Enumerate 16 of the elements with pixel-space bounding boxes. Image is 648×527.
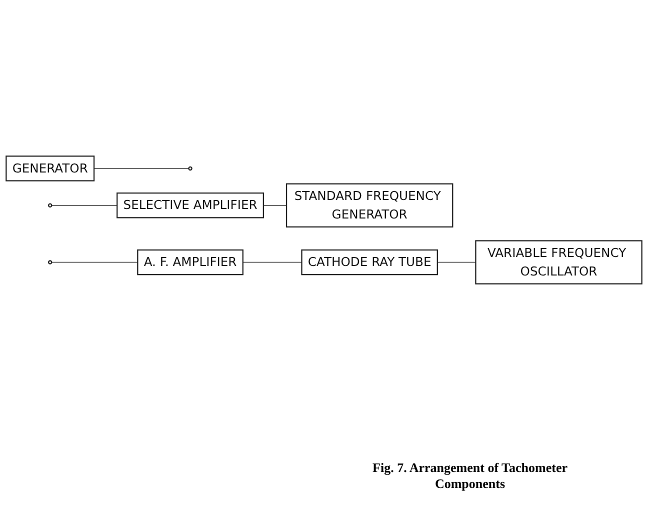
connector [51, 205, 118, 206]
connector [263, 205, 287, 206]
node-box: SELECTIVE AMPLIFIER [116, 192, 264, 218]
figure-caption: Fig. 7. Arrangement of Tachometer Components [372, 460, 568, 492]
connector [437, 262, 476, 263]
node-circle [188, 166, 192, 171]
connector [94, 168, 190, 169]
node-box: A. F. AMPLIFIER [137, 249, 244, 276]
node-circle [48, 260, 52, 264]
connector [242, 262, 302, 263]
node-box: VARIABLE FREQUENCY OSCILLATOR [475, 240, 642, 284]
node-box: STANDARD FREQUENCY GENERATOR [286, 183, 454, 228]
node-box: GENERATOR [6, 156, 95, 182]
connector [51, 262, 138, 263]
node-box: CATHODE RAY TUBE [301, 249, 438, 276]
node-circle [48, 203, 52, 208]
